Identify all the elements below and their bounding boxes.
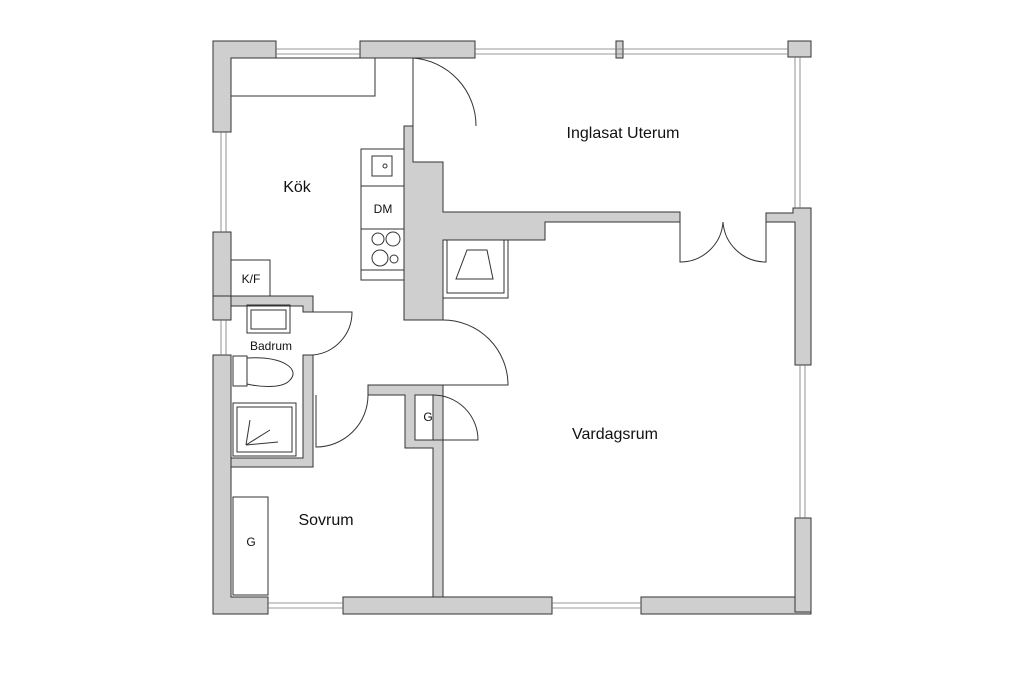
exterior-walls [212,40,812,615]
door-uterum [412,57,477,127]
label-dishwasher: DM [374,202,393,216]
room-label-kok: Kök [283,179,312,196]
room-label-sovrum: Sovrum [298,512,353,529]
room-label-vardagsrum: Vardagsrum [572,426,658,443]
door-terrace [679,221,767,263]
fireplace-icon [442,239,509,299]
door-badrum [312,311,353,356]
label-fridge-freezer: K/F [242,272,261,286]
room-label-uterum: Inglasat Uterum [567,125,680,142]
shower-icon [232,402,297,457]
label-closet-hall: G [423,410,432,424]
door-sovrum [315,394,369,448]
windows [220,48,806,609]
stove-icon [371,232,385,246]
door-vardagsrum [442,319,509,386]
fixtures [230,57,509,596]
room-label-badrum: Badrum [250,339,292,353]
toilet-icon [232,355,294,387]
label-closet-sovrum: G [246,535,255,549]
washbasin-icon [246,304,291,334]
interior-walls [230,125,681,598]
wardrobe [232,496,269,596]
doors [312,57,767,448]
sink-icon [371,155,393,177]
door-closet [432,394,479,441]
